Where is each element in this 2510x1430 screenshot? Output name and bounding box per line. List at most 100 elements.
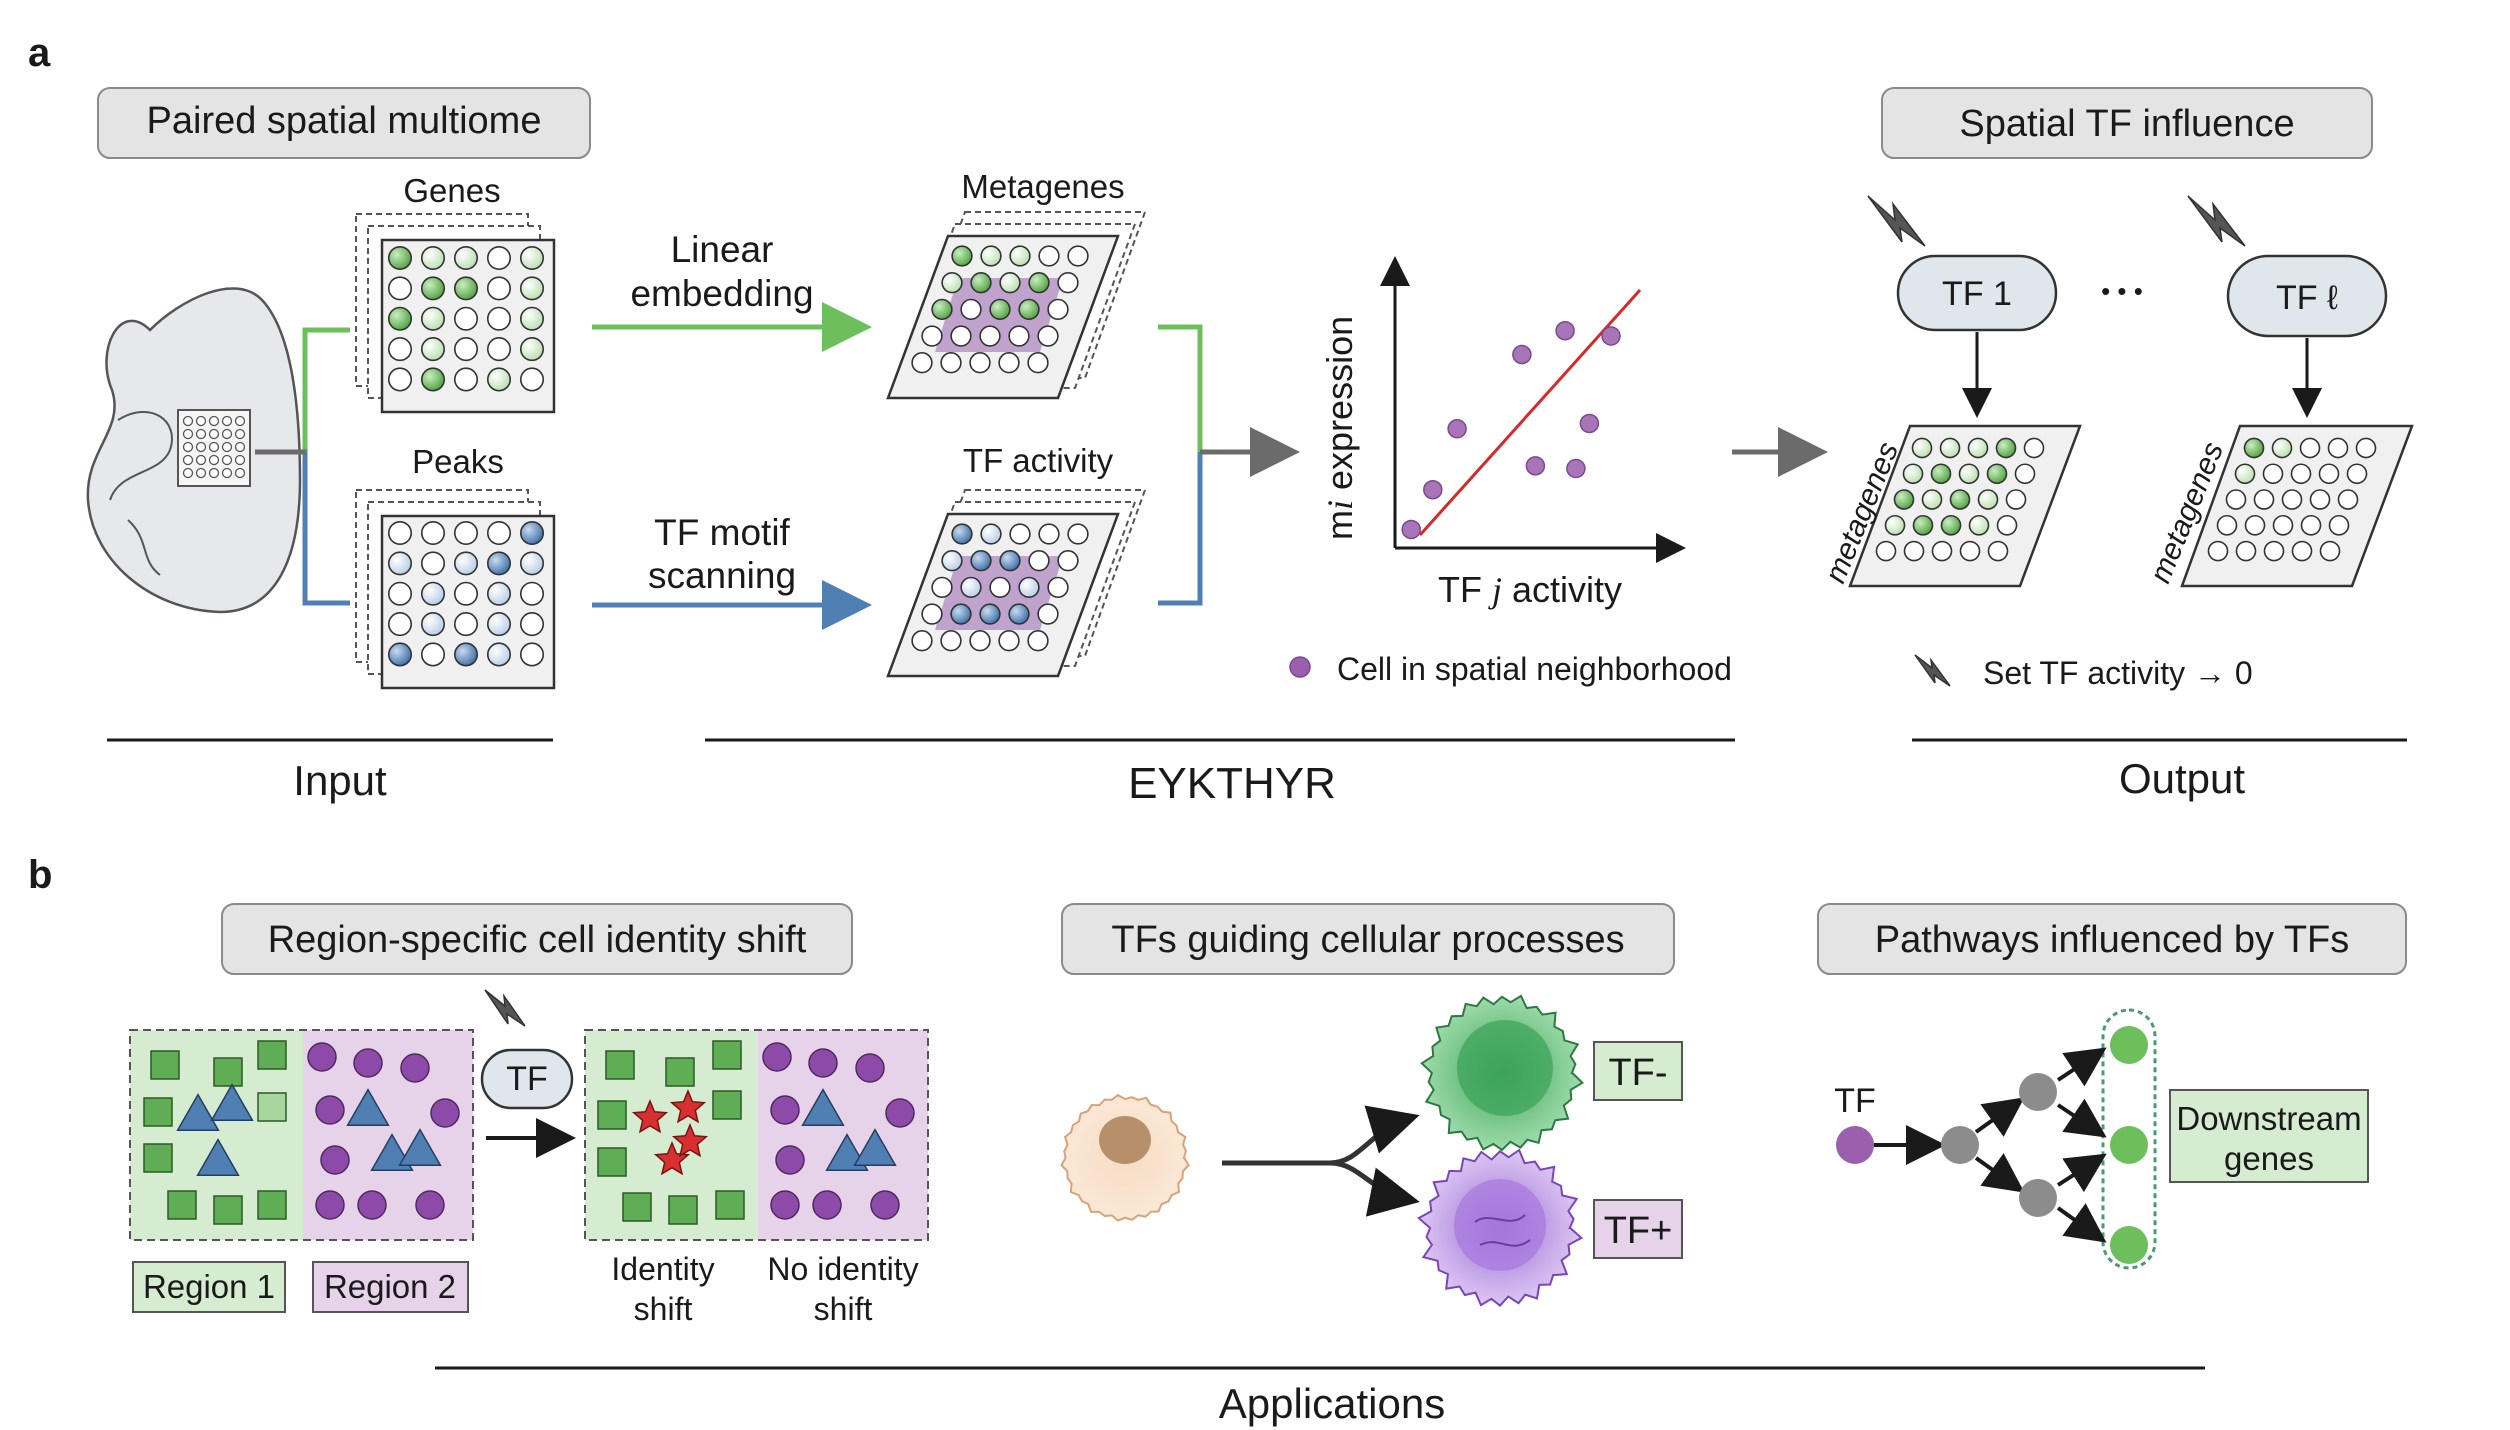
matrix-spot (980, 523, 1002, 545)
matrix-spot (960, 298, 982, 321)
matrix-spot (1958, 463, 1980, 485)
scatter-point (1525, 456, 1546, 476)
matrix-spot (2014, 463, 2036, 485)
matrix-spot (950, 603, 972, 625)
cell-square (665, 1057, 695, 1087)
matrix-spot (519, 276, 545, 301)
linear-embedding-label-2: embedding (630, 273, 813, 314)
cell-circle (315, 1095, 345, 1125)
matrix-spot (2319, 540, 2341, 562)
matrix-spot (2235, 540, 2257, 562)
matrix-spot (519, 367, 545, 392)
scatter-point (1423, 479, 1443, 500)
downstream-genes-label-1: Downstream (2176, 1100, 2361, 1137)
matrix-spot (1996, 514, 2018, 536)
tf-plus-label: TF+ (1604, 1210, 1673, 1252)
cell-circle (770, 1095, 800, 1125)
matrix-spot (1027, 352, 1049, 374)
matrix-spot (2263, 540, 2285, 562)
tf-activity-label: TF activity (963, 442, 1114, 479)
downstream-gene-node (2110, 1126, 2148, 1164)
tissue-spot (208, 441, 220, 453)
region2-label: Region 2 (324, 1268, 456, 1305)
cell-circle (870, 1190, 900, 1220)
cell-square (605, 1050, 635, 1080)
tissue-spot (234, 415, 246, 427)
cell-square (622, 1192, 652, 1222)
region1-label-box (132, 1261, 286, 1313)
matrix-spot (2355, 437, 2377, 459)
cell-circle (808, 1048, 838, 1078)
matrix-spot (1931, 540, 1953, 562)
cell-triangle (196, 1138, 240, 1177)
matrix-spot (1067, 523, 1089, 545)
matrix-spot (1067, 245, 1089, 267)
matrix-spot (1977, 489, 1999, 510)
tf-motif-label-2: scanning (648, 555, 796, 596)
app-box-2 (1061, 903, 1675, 975)
matrix-spot (420, 367, 446, 392)
cell-circle (762, 1042, 792, 1072)
tf-plus-box (1593, 1199, 1683, 1259)
pathway-intermediate-node (2019, 1073, 2057, 1111)
cell-square (257, 1190, 287, 1220)
matrix-spot (453, 612, 479, 637)
scatter-plot (1380, 256, 1686, 563)
legend-dot (1289, 656, 1311, 678)
matrix-spot (387, 306, 413, 331)
matrix-spot (2299, 437, 2321, 459)
matrix-spot (387, 520, 413, 546)
tissue-spot (221, 454, 233, 466)
cell-triangle (801, 1088, 845, 1127)
no-identity-shift-label-2: shift (814, 1291, 873, 1327)
matrix-spot (940, 352, 962, 374)
matrix-spot (969, 630, 991, 652)
no-identity-shift-label-1: No identity (767, 1251, 918, 1287)
tissue-spot (195, 454, 207, 466)
output-metagenes-1 (1848, 424, 2082, 588)
matrix-spot (1912, 514, 1934, 536)
matrix-spot (1986, 463, 2008, 485)
downstream-gene-node (2110, 1226, 2148, 1264)
matrix-spot (420, 612, 446, 637)
cell-triangle (346, 1088, 390, 1127)
matrix-spot (921, 603, 943, 625)
output-title: Spatial TF influence (1959, 103, 2294, 145)
section-output: Output (2119, 755, 2245, 802)
scatter-point (1555, 320, 1575, 341)
matrix-spot (998, 352, 1020, 374)
matrix-spot (1921, 489, 1943, 510)
matrix-spot (453, 642, 479, 667)
region1-label: Region 1 (143, 1268, 275, 1305)
cell-square (143, 1097, 173, 1127)
downstream-genes-label-2: genes (2224, 1140, 2314, 1177)
matrix-spot (387, 367, 413, 392)
region2-label-box (312, 1261, 469, 1313)
app-box-1 (221, 903, 853, 975)
matrix-spot (1018, 576, 1040, 599)
pathway-tf-label: TF (1834, 1082, 1876, 1120)
tissue-spot (208, 467, 220, 479)
peaks-matrix (355, 489, 556, 690)
cell-circle (775, 1145, 805, 1175)
matrix-spot (519, 337, 545, 362)
tf-pill-b-label: TF (506, 1060, 548, 1098)
tissue-spot (195, 428, 207, 440)
tissue-spot (208, 454, 220, 466)
cell-circle (400, 1053, 430, 1083)
knockout-bolt-icon (2187, 195, 2246, 247)
matrix-spot (486, 520, 512, 546)
matrix-spot (453, 245, 479, 271)
matrix-spot (486, 367, 512, 392)
matrix-spot (989, 576, 1011, 599)
matrix-spot (486, 276, 512, 301)
cell-square (213, 1057, 243, 1087)
matrix-spot (1903, 540, 1925, 562)
matrix-spot (950, 325, 972, 347)
cell-circle (885, 1098, 915, 1128)
matrix-spot (979, 603, 1001, 625)
matrix-spot (486, 245, 512, 271)
tf-motif-label-1: TF motif (654, 512, 790, 553)
cell-circle (315, 1190, 345, 1220)
matrix-spot (1949, 489, 1971, 510)
